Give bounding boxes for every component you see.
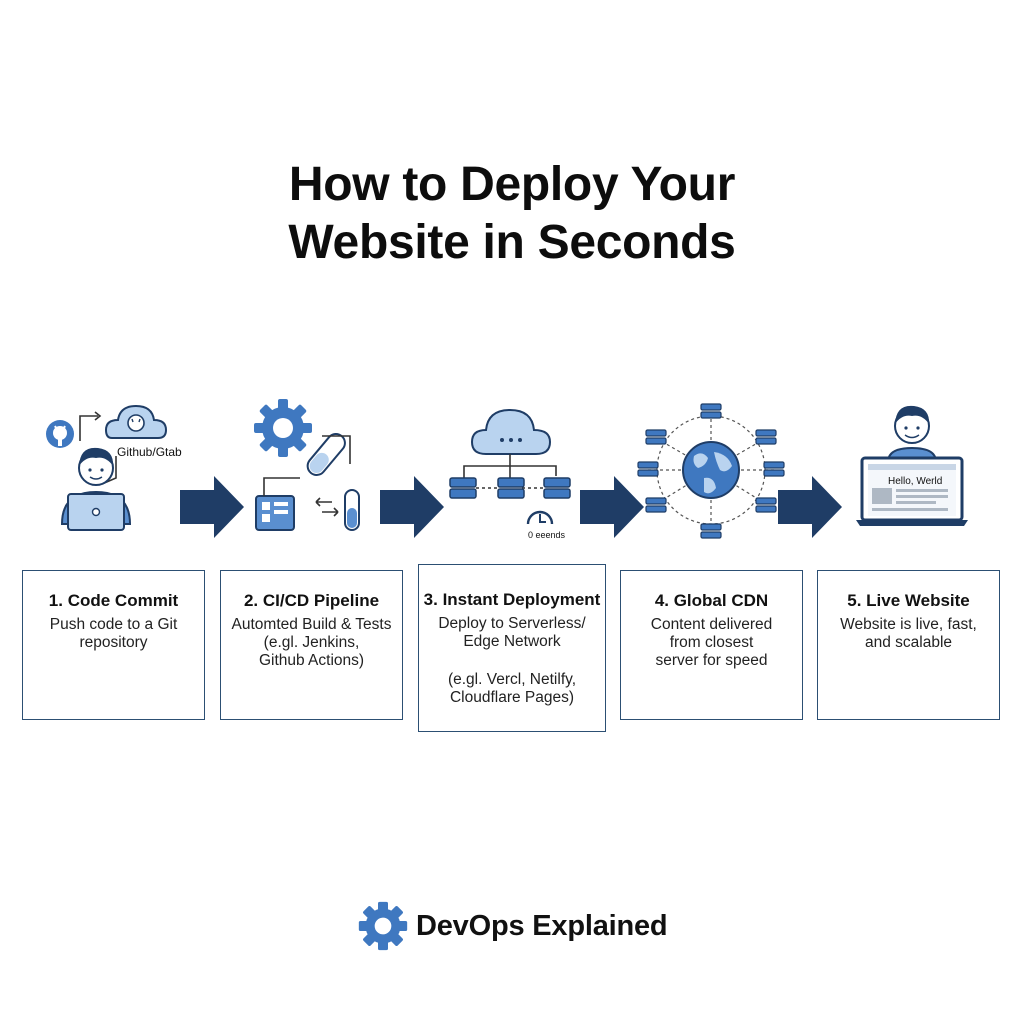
github-icon <box>46 420 74 448</box>
build-board-icon <box>255 477 300 531</box>
step-card-code-commit: 1. Code Commit Push code to a Git reposi… <box>22 570 205 720</box>
gear-icon <box>358 901 408 951</box>
step-3-icon-label: 0 eeends <box>528 530 566 540</box>
step-5-icon-label: Hello, Werld <box>888 476 942 487</box>
globe-icon <box>682 441 740 499</box>
step-title: 1. Code Commit <box>48 591 179 610</box>
flow-arrow-1 <box>180 474 246 540</box>
step-description: Website is live, fast, and scalable <box>840 616 977 651</box>
footer-brand: DevOps Explained <box>358 898 668 954</box>
brand-name: DevOps Explained <box>416 909 668 942</box>
server-icon <box>449 477 571 499</box>
flow-arrow-2 <box>380 474 446 540</box>
step-description: Content delivered from closest server fo… <box>650 616 773 669</box>
title-line-2: Website in Seconds <box>288 216 736 269</box>
flow-arrow-4 <box>778 474 844 540</box>
step-title: 4. Global CDN <box>654 591 769 610</box>
step-card-instant-deployment: 3. Instant Deployment Deploy to Serverle… <box>418 564 606 732</box>
test-tube-small-icon <box>344 489 360 531</box>
laptop-icon <box>67 493 125 531</box>
step-description: Deploy to Serverless/ Edge Network <box>438 615 586 650</box>
cloud-icon <box>104 404 168 439</box>
step-title: 3. Instant Deployment <box>423 590 601 609</box>
step-4-illustration <box>636 396 786 546</box>
swap-arrows-icon <box>315 497 339 517</box>
server-icon <box>637 403 785 539</box>
step-examples: (e.gl. Vercl, Netilfy, Cloudflare Pages) <box>447 671 577 706</box>
step-title: 5. Live Website <box>847 591 970 610</box>
step-5-illustration: Hello, Werld <box>852 396 972 546</box>
step-1-icon-label: Github/Gtab <box>117 445 182 459</box>
developer-avatar <box>886 405 938 463</box>
step-card-live-website: 5. Live Website Website is live, fast, a… <box>817 570 1000 720</box>
title-line-1: How to Deploy Your <box>288 158 736 211</box>
page-title: How to Deploy Your Website in Seconds <box>0 156 1024 272</box>
laptop-icon <box>856 456 968 526</box>
step-description: Push code to a Git repository <box>49 616 178 651</box>
gear-icon <box>254 399 312 457</box>
step-3-illustration: 0 eeends <box>440 396 580 546</box>
step-1-illustration: Github/Gtab <box>40 396 200 546</box>
step-card-ci-cd-pipeline: 2. CI/CD Pipeline Automted Build & Tests… <box>220 570 403 720</box>
step-description: Automted Build & Tests (e.gl. Jenkins, G… <box>231 616 392 669</box>
step-title: 2. CI/CD Pipeline <box>243 591 380 610</box>
stopwatch-icon <box>526 510 554 525</box>
step-card-global-cdn: 4. Global CDN Content delivered from clo… <box>620 570 803 720</box>
step-2-illustration <box>240 396 370 546</box>
flow-arrow-3 <box>580 474 646 540</box>
test-tube-icon <box>306 432 351 476</box>
cloud-icon <box>470 408 552 455</box>
